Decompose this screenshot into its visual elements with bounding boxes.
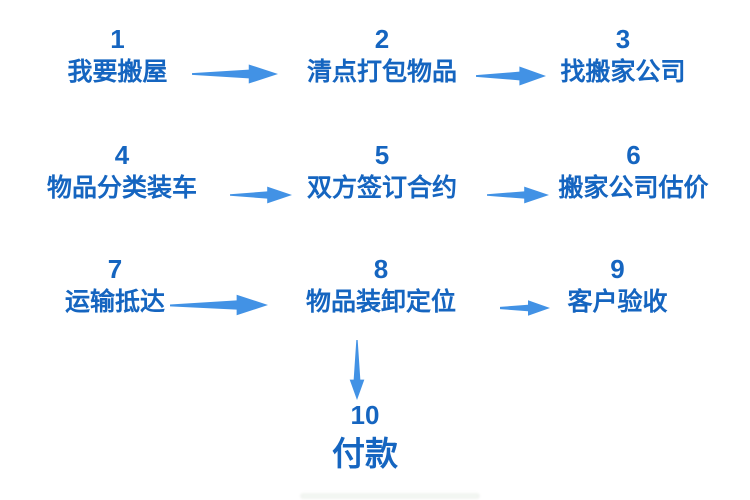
step-number: 6 xyxy=(626,140,641,170)
flow-step-3: 3 找搬家公司 xyxy=(548,24,698,88)
flow-step-9: 9 客户验收 xyxy=(550,254,685,318)
step-number: 2 xyxy=(374,24,390,54)
flow-step-5: 5 双方签订合约 xyxy=(302,140,462,204)
flow-step-10: 10 付款 xyxy=(300,400,430,474)
arrow-right-icon xyxy=(230,186,292,204)
step-number: 4 xyxy=(114,140,130,170)
flow-step-1: 1 我要搬屋 xyxy=(40,24,195,88)
step-label: 双方签订合约 xyxy=(306,174,457,202)
flow-step-8: 8 物品装卸定位 xyxy=(300,254,462,318)
step-label: 清点打包物品 xyxy=(306,58,457,86)
arrow-right-icon xyxy=(170,294,268,316)
flow-step-6: 6 搬家公司估价 xyxy=(546,140,721,204)
flow-step-4: 4 物品分类装车 xyxy=(42,140,202,204)
arrow-right-icon xyxy=(500,300,550,316)
arrow-right-icon xyxy=(476,66,546,86)
step-number: 10 xyxy=(350,400,380,430)
flow-step-2: 2 清点打包物品 xyxy=(302,24,462,88)
flow-step-7: 7 运输抵达 xyxy=(45,254,185,318)
step-label: 找搬家公司 xyxy=(560,58,686,86)
step-number: 7 xyxy=(107,254,123,284)
cropped-bottom-artifact xyxy=(300,493,480,499)
step-number: 8 xyxy=(373,254,389,284)
step-label: 客户验收 xyxy=(567,288,668,316)
step-number: 1 xyxy=(110,24,125,54)
step-label: 我要搬屋 xyxy=(67,58,168,86)
step-label: 付款 xyxy=(332,435,398,472)
arrow-right-icon xyxy=(487,186,549,204)
step-number: 5 xyxy=(374,140,390,170)
step-label: 搬家公司估价 xyxy=(558,174,709,202)
step-number: 3 xyxy=(615,24,631,54)
step-number: 9 xyxy=(610,254,625,284)
step-label: 运输抵达 xyxy=(64,288,165,316)
step-label: 物品装卸定位 xyxy=(305,288,456,316)
arrow-right-icon xyxy=(192,64,278,84)
arrow-down-icon xyxy=(349,340,365,400)
step-label: 物品分类装车 xyxy=(46,174,197,202)
